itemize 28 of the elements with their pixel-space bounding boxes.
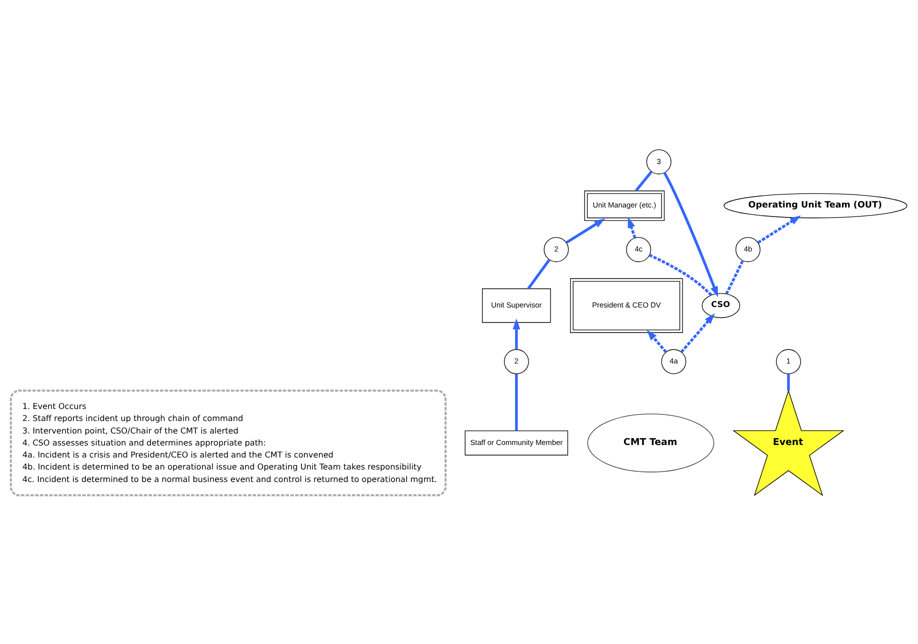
- connector: [787, 373, 790, 390]
- node-box: Unit Manager (etc.): [584, 190, 665, 220]
- node-circle: 2: [544, 236, 569, 262]
- node-box: President & CEO DV: [570, 278, 683, 332]
- node-circle: 2: [504, 348, 529, 374]
- arrow: [628, 216, 636, 238]
- arrow: [663, 172, 718, 297]
- node-box: Staff or Community Member: [464, 430, 568, 455]
- connector: [527, 258, 551, 289]
- node-ellipse: CMT Team: [587, 413, 714, 472]
- node-circle: 1: [776, 348, 801, 374]
- node-box: 1. Event Occurs 2. Staff reports incident up through chain of command 3. Intervention point, CSO/Chair of the CMT is alerted 4. CSO assesses situation and determines appropriate path: 4a. Incident is a crisis and President/CEO is alerted and the CMT is convened 4b. Incident is determined to be an operational issue and Operating Unit Team takes responsibility 4c. Incident is determined to be a normal business event and control is returned to operational mgmt.: [10, 389, 447, 496]
- node-box: Unit Supervisor: [482, 288, 551, 322]
- arrow: [566, 218, 606, 244]
- connector: [725, 260, 744, 294]
- node-ellipse: Operating Unit Team (OUT): [724, 192, 908, 218]
- arrow: [646, 329, 667, 352]
- node-circle: 4b: [735, 236, 760, 262]
- arrow: [758, 215, 801, 244]
- node-ellipse: CSO: [702, 292, 740, 318]
- connector: [648, 253, 712, 296]
- connector: [515, 373, 518, 430]
- node-circle: 3: [646, 148, 672, 174]
- node-circle: 4a: [661, 348, 686, 374]
- node-circle: 4c: [626, 236, 652, 262]
- connector: [635, 170, 652, 191]
- arrow: [680, 312, 715, 352]
- arrow: [512, 318, 520, 349]
